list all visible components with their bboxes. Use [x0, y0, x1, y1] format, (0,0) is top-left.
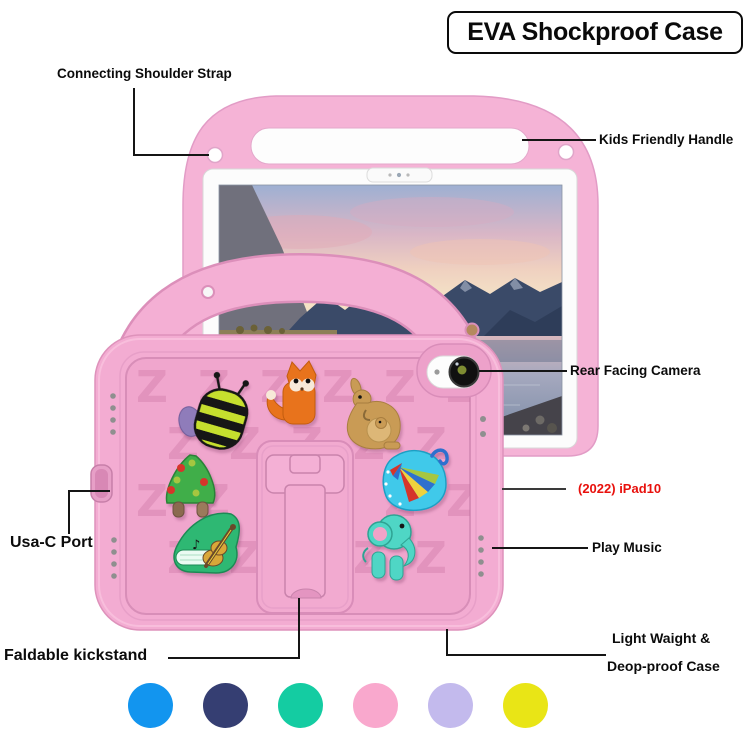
- svg-text:Z: Z: [384, 362, 416, 413]
- page-title: EVA Shockproof Case: [467, 18, 723, 46]
- callout-line-shoulder-strap-v: [133, 88, 135, 156]
- callout-line-shoulder-strap-h: [133, 154, 209, 156]
- color-swatch-lavender: [428, 683, 473, 728]
- violin-charm: ♪: [173, 512, 241, 574]
- tree-charm: [165, 454, 216, 518]
- color-swatch-navy: [203, 683, 248, 728]
- color-swatches: [128, 683, 548, 728]
- kickstand: [256, 440, 354, 614]
- svg-text:Z: Z: [136, 362, 168, 413]
- label-shoulder-strap: Connecting Shoulder Strap: [57, 66, 232, 81]
- bee-charm: [178, 371, 251, 451]
- color-swatch-pink: [353, 683, 398, 728]
- label-handle: Kids Friendly Handle: [599, 132, 734, 147]
- color-swatch-yellow: [503, 683, 548, 728]
- color-swatch-blue: [128, 683, 173, 728]
- strap-hole-back-left: [201, 285, 215, 299]
- speaker-holes: [110, 393, 486, 579]
- callout-line-light-weight-h: [446, 654, 606, 656]
- svg-text:Z: Z: [415, 533, 447, 584]
- callout-line-usb-h: [68, 490, 110, 492]
- callout-line-kickstand-v: [298, 598, 300, 659]
- svg-text:Z: Z: [446, 476, 478, 527]
- color-swatch-teal: [278, 683, 323, 728]
- callout-line-light-weight-v: [446, 629, 448, 656]
- label-model: (2022) iPad10: [578, 481, 662, 496]
- label-kickstand: Faldable kickstand: [4, 647, 148, 664]
- callout-line-camera: [479, 370, 567, 372]
- fox-charm: [266, 360, 317, 425]
- svg-text:Z: Z: [322, 362, 354, 413]
- usb-c-port: [90, 464, 113, 503]
- shoulder-strap-hole-right: [557, 143, 575, 161]
- callout-line-model: [502, 488, 566, 490]
- elephant-charm: [362, 514, 416, 581]
- label-light-weight-2: Deop-proof Case: [607, 658, 720, 674]
- handle-grip-hole: [250, 127, 530, 165]
- callout-line-play-music: [492, 547, 588, 549]
- callout-line-kickstand-h: [168, 657, 300, 659]
- label-usb-port: Usa-C Port: [10, 534, 93, 551]
- svg-text:♪: ♪: [192, 538, 200, 553]
- label-camera: Rear Facing Camera: [570, 363, 701, 378]
- callout-line-usb-v: [68, 490, 70, 534]
- title-box: EVA Shockproof Case: [447, 11, 743, 54]
- label-light-weight-1: Light Waight &: [612, 630, 711, 646]
- callout-line-handle: [522, 139, 596, 141]
- case-back-view: ZZZZZZZZZZZZZZZZZZZZZZ: [90, 252, 504, 631]
- kangaroo-charm: [346, 377, 401, 450]
- strap-hole-back-right: [464, 322, 480, 338]
- label-play-music: Play Music: [592, 540, 662, 555]
- svg-text:Z: Z: [136, 476, 168, 527]
- shoulder-strap-hole-left: [206, 146, 224, 164]
- badger-umbrella-charm: [382, 448, 449, 512]
- rear-camera: [416, 343, 492, 398]
